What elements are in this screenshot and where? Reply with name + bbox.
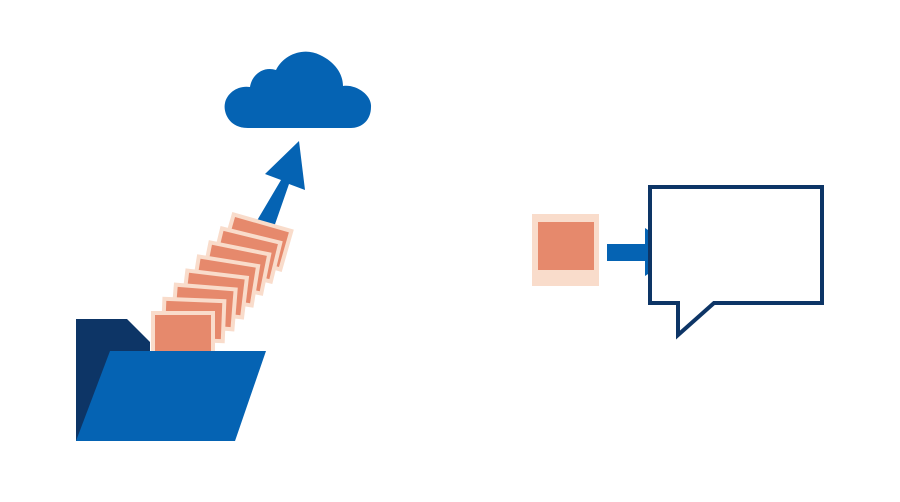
folder-icon [76, 351, 266, 441]
arrow-up-right-icon [255, 141, 305, 230]
photo-stack [151, 212, 294, 355]
stacked-photo [151, 311, 215, 355]
speech-bubble-icon [648, 185, 824, 340]
photo-image [155, 315, 211, 351]
cloud-icon [224, 51, 372, 128]
photo-icon [532, 214, 599, 286]
